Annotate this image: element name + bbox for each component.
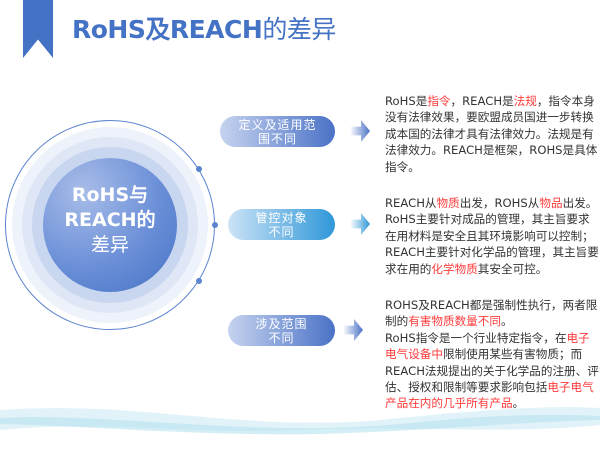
highlight-text: 有害物质数量不同 — [408, 314, 501, 329]
bookmark-ribbon-icon — [23, 0, 53, 58]
body-text: ，指令本身没有法律效果，要欧盟成员国进一步转换成本国的法律才具有法律效力。法规是… — [385, 94, 598, 174]
pill-label: 管控对象不同 — [255, 210, 308, 239]
highlight-text: 指令 — [427, 94, 451, 108]
text-block-scope: ROHS及REACH都是强制性执行，两者限制的有害物质数量不同。RoHS指令是一… — [385, 297, 599, 412]
body-text: RoHS指令是一个行业特定指令，在 — [385, 330, 567, 345]
arrow-right-icon — [343, 319, 363, 341]
highlight-text: 电子电气产品在内的几乎所有产品 — [385, 380, 594, 411]
highlight-text: 化学物质 — [431, 261, 478, 276]
ring-dot — [212, 222, 218, 228]
highlight-text: 电子电气设备中 — [385, 330, 590, 362]
pill-involved-scope: 涉及范围不同 — [228, 315, 335, 346]
center-line-2: REACH的 — [64, 209, 156, 231]
decorative-wave — [0, 407, 600, 435]
text-block-control-object: REACH从物质出发，ROHS从物品出发。RoHS主要针对成品的管理，其主旨要求… — [385, 195, 599, 277]
pill-label: 涉及范围不同 — [255, 316, 308, 345]
ring-dot — [196, 278, 202, 284]
body-text: ROHS及REACH都是强制性执行，两者限制的 — [385, 298, 598, 329]
highlight-text: 物品 — [539, 196, 563, 210]
center-label: RoHS与 REACH的 差异 — [43, 183, 177, 258]
center-line-3: 差异 — [90, 234, 129, 256]
highlight-text: 法规 — [513, 94, 537, 108]
body-text: RoHS是 — [385, 94, 428, 108]
arrow-right-icon — [350, 213, 370, 235]
body-text: REACH从 — [385, 196, 437, 210]
body-text: 限制使用某些有害物质；而REACH法规提出的关于化学品的注册、评估、授权和限制等… — [385, 347, 599, 395]
body-text: 出发，ROHS从 — [459, 196, 540, 210]
title-main: RoHS及REACH — [72, 15, 263, 44]
pill-definition-scope: 定义及适用范围不同 — [220, 116, 335, 147]
body-text: 。 — [512, 396, 525, 411]
body-text: 其安全可控。 — [477, 261, 548, 276]
title-suffix: 的差异 — [262, 15, 336, 44]
page-title: RoHS及REACH的差异 — [72, 10, 336, 46]
body-text: 。 — [500, 314, 513, 329]
pill-label: 定义及适用范围不同 — [238, 117, 317, 146]
center-line-1: RoHS与 — [71, 184, 149, 206]
body-text: ，REACH是 — [450, 94, 514, 108]
center-circle — [43, 158, 177, 292]
arrow-right-icon — [350, 120, 370, 142]
body-text: 出发。RoHS主要针对成品的管理，其主旨要求在用材料是安全且其环境影响可以控制；… — [385, 196, 599, 276]
highlight-text: 物质 — [436, 196, 460, 210]
text-block-definition: RoHS是指令，REACH是法规，指令本身没有法律效果，要欧盟成员国进一步转换成… — [385, 93, 599, 175]
pill-control-object: 管控对象不同 — [228, 209, 335, 240]
ring-dot — [196, 166, 202, 172]
